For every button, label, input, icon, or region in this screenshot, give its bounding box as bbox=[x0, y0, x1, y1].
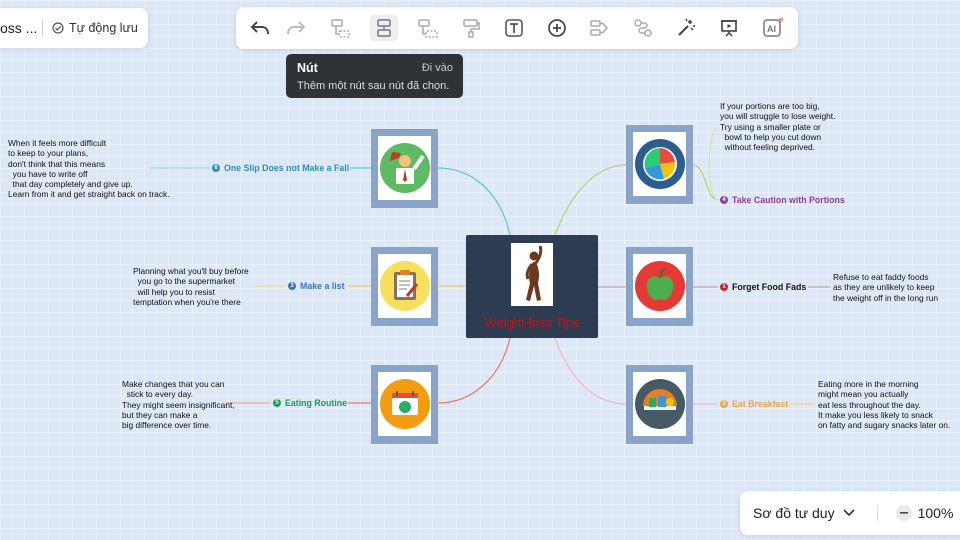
topic-number-badge: 3 bbox=[288, 282, 296, 290]
connector-button[interactable] bbox=[629, 15, 657, 41]
apple-icon bbox=[634, 261, 685, 311]
calendar-icon bbox=[379, 379, 430, 429]
relationship-icon bbox=[590, 20, 609, 36]
topic-3[interactable]: 3 Make a list bbox=[288, 281, 345, 291]
minus-icon bbox=[899, 512, 908, 514]
image-node-inner bbox=[633, 254, 686, 318]
connector-icon bbox=[634, 19, 652, 37]
document-title[interactable]: oss ... bbox=[0, 20, 36, 36]
topic-4[interactable]: 4 Take Caution with Portions bbox=[720, 195, 845, 205]
chevron-down-icon bbox=[843, 509, 855, 517]
svg-text:AI: AI bbox=[767, 24, 776, 34]
add-sibling-node-icon bbox=[377, 19, 391, 37]
link-topic-6 bbox=[437, 167, 511, 236]
ai-icon: AI bbox=[763, 17, 783, 37]
topic-label: Forget Food Fads bbox=[732, 282, 807, 292]
insert-button[interactable] bbox=[543, 15, 571, 41]
food-plate-icon bbox=[634, 139, 685, 189]
topic-label: One Slip Does not Make a Fall bbox=[224, 163, 350, 173]
topic-number-badge: 5 bbox=[273, 399, 281, 407]
format-painter-button[interactable] bbox=[457, 15, 485, 41]
plus-circle-icon bbox=[548, 19, 566, 37]
add-child-node-button[interactable] bbox=[414, 15, 442, 41]
view-mode-dropdown[interactable]: Sơ đồ tư duy bbox=[753, 505, 855, 521]
divider bbox=[876, 505, 878, 521]
exercise-figure-icon bbox=[525, 245, 543, 301]
image-node-topic-3[interactable] bbox=[371, 247, 438, 326]
presentation-button[interactable] bbox=[715, 15, 743, 41]
note-topic-1[interactable]: Refuse to eat faddy foods as they are un… bbox=[833, 272, 939, 303]
link-topic-2 bbox=[554, 337, 627, 405]
note-topic-4[interactable]: If your portions are too big, you will s… bbox=[720, 101, 836, 153]
breakfast-icon bbox=[634, 379, 685, 429]
undo-icon bbox=[250, 21, 269, 35]
undo-button[interactable] bbox=[246, 15, 274, 41]
add-parent-node-button[interactable] bbox=[327, 15, 355, 41]
magic-button[interactable] bbox=[672, 15, 700, 41]
image-node-topic-5[interactable] bbox=[371, 365, 438, 444]
note-topic-6[interactable]: When it feels more difficult to keep to … bbox=[8, 138, 170, 200]
tooltip-shortcut: Đi vào bbox=[421, 62, 453, 74]
topic-number-badge: 4 bbox=[720, 196, 728, 204]
image-node-inner bbox=[633, 372, 686, 436]
zoom-out-button[interactable] bbox=[895, 505, 912, 521]
link-topic-4 bbox=[554, 164, 627, 236]
central-node-label: Weight-loss Tips bbox=[484, 315, 580, 330]
topic-5[interactable]: 5 Eating Routine bbox=[273, 398, 347, 408]
image-node-inner bbox=[378, 372, 431, 436]
link-topic-5 bbox=[437, 337, 511, 404]
topic-label: Take Caution with Portions bbox=[732, 195, 845, 205]
add-sibling-node-button[interactable] bbox=[370, 15, 398, 41]
image-node-topic-1[interactable] bbox=[626, 247, 693, 326]
topic-label: Eat Breakfast bbox=[732, 399, 789, 409]
clipboard-list-icon bbox=[379, 261, 430, 311]
view-panel: Sơ đồ tư duy 100% bbox=[740, 491, 960, 535]
main-toolbar: AI bbox=[236, 7, 798, 49]
text-button[interactable] bbox=[500, 15, 528, 41]
image-node-inner bbox=[378, 254, 431, 318]
central-image bbox=[511, 243, 553, 306]
tooltip-title: Nút bbox=[297, 61, 318, 75]
document-panel: oss ... Tự động lưu bbox=[0, 8, 148, 48]
format-painter-icon bbox=[463, 19, 480, 38]
note-topic-3[interactable]: Planning what you'll buy before you go t… bbox=[133, 266, 249, 307]
tooltip: Nút Đi vào Thêm một nút sau nút đã chọn. bbox=[286, 54, 463, 98]
note-topic-2[interactable]: Eating more in the morning might mean yo… bbox=[818, 379, 951, 431]
autosave-status[interactable]: Tự động lưu bbox=[52, 21, 138, 35]
topic-label: Eating Routine bbox=[285, 398, 348, 408]
note-link-4 bbox=[708, 127, 719, 201]
relationship-button[interactable] bbox=[586, 15, 614, 41]
check-circle-icon bbox=[52, 22, 64, 34]
image-node-topic-4[interactable] bbox=[626, 125, 693, 204]
topic-number-badge: 6 bbox=[212, 164, 220, 172]
image-node-inner bbox=[633, 132, 686, 196]
topic-6[interactable]: 6 One Slip Does not Make a Fall bbox=[212, 163, 349, 173]
ai-button[interactable]: AI bbox=[758, 15, 786, 41]
topic-number-badge: 1 bbox=[720, 283, 728, 291]
add-child-node-icon bbox=[418, 19, 438, 38]
topic-number-badge: 2 bbox=[720, 400, 728, 408]
view-mode-label: Sơ đồ tư duy bbox=[753, 505, 835, 521]
businessman-icon bbox=[379, 143, 430, 193]
redo-icon bbox=[287, 21, 306, 35]
redo-button[interactable] bbox=[282, 15, 310, 41]
note-topic-5[interactable]: Make changes that you can stick to every… bbox=[122, 379, 235, 431]
topic-1[interactable]: 1 Forget Food Fads bbox=[720, 282, 806, 292]
image-node-topic-6[interactable] bbox=[371, 129, 438, 208]
tooltip-description: Thêm một nút sau nút đã chọn. bbox=[297, 80, 450, 92]
topic-2[interactable]: 2 Eat Breakfast bbox=[720, 399, 788, 409]
text-icon bbox=[505, 19, 523, 37]
add-parent-node-icon bbox=[331, 19, 350, 38]
magic-wand-icon bbox=[678, 18, 695, 36]
topic-label: Make a list bbox=[300, 281, 345, 291]
divider bbox=[42, 19, 43, 37]
zoom-level[interactable]: 100% bbox=[917, 505, 954, 521]
autosave-label: Tự động lưu bbox=[69, 21, 138, 35]
image-node-topic-2[interactable] bbox=[626, 365, 693, 444]
presentation-icon bbox=[721, 20, 737, 37]
image-node-inner bbox=[378, 136, 431, 200]
central-node[interactable]: Weight-loss Tips bbox=[466, 235, 598, 338]
link-topic-4-label bbox=[692, 164, 719, 201]
